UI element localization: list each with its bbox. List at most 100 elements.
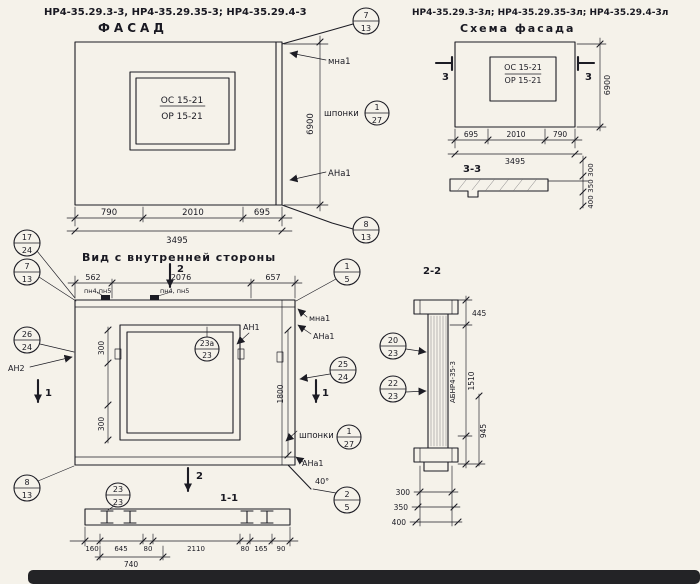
scheme-dim-ticks xyxy=(451,40,604,158)
callout-num: 8 xyxy=(24,478,29,487)
callout-den: 24 xyxy=(22,246,32,255)
view-pn-label-left: пн4,пн5 xyxy=(84,287,111,295)
callout-den: 23 xyxy=(388,349,398,358)
callout-den: 13 xyxy=(22,491,32,500)
facade-dim-height: 6900 xyxy=(306,113,316,135)
view-angle-label: 40° xyxy=(315,477,329,486)
facade-mna-leader xyxy=(289,50,327,61)
facade-callout-top: 7 13 xyxy=(352,7,380,35)
view-label-ana-top: АНа1 xyxy=(313,332,334,341)
view-callout-br: 2 5 xyxy=(333,486,361,514)
view-mid-callout-leader xyxy=(299,373,331,382)
callout-num: 7 xyxy=(363,11,368,20)
view-section2-top-label: 2 xyxy=(177,264,184,275)
section33-dim-ticks xyxy=(579,156,587,210)
section11-label: 1-1 xyxy=(220,493,238,504)
callout-num: 17 xyxy=(22,233,32,242)
facade-window-label-1: ОС 15-21 xyxy=(161,96,203,106)
callout-den: 27 xyxy=(372,116,382,125)
view-label-mna: мна1 xyxy=(309,314,330,323)
section11-dim-ticks xyxy=(81,537,294,561)
facade-drawing: НР4-35.29.3-3, НР4-35.29.35-3; НР4-35.29… xyxy=(44,7,390,246)
section22-dim-lines xyxy=(409,295,486,527)
view-an2-leader xyxy=(29,354,73,368)
callout-num: 23а xyxy=(200,339,214,348)
scheme-window-label-1: ОС 15-21 xyxy=(504,63,542,72)
section33-dim-chain xyxy=(547,155,589,209)
view-detail-lines xyxy=(74,299,296,466)
scheme-linework xyxy=(454,41,576,128)
callout-den: 23 xyxy=(388,392,398,401)
scheme-mark-right: 3 xyxy=(585,72,592,83)
scheme-dim-total: 3495 xyxy=(505,157,525,166)
callout-num: 7 xyxy=(24,262,29,271)
section11-dim-7: 90 xyxy=(277,545,286,553)
section22-bottom-dim-400: 400 xyxy=(392,518,407,527)
section33-hatch xyxy=(457,179,537,191)
scheme-dim-c: 790 xyxy=(553,130,568,139)
section22-callout-a: 20 23 xyxy=(379,332,407,360)
scheme-title: Схема фасада xyxy=(460,22,575,35)
facade-label-mna: мна1 xyxy=(328,57,351,67)
view-linework xyxy=(74,299,312,490)
callout-num: 20 xyxy=(388,336,398,345)
section22-dim-445: 445 xyxy=(472,309,487,318)
section11-dim-6: 165 xyxy=(254,545,267,553)
scheme-dim-lines xyxy=(447,37,607,155)
view-top-dim-1: 562 xyxy=(85,273,100,282)
section11-dim-1: 160 xyxy=(85,545,98,553)
view-title: Вид с внутренней стороны xyxy=(82,251,276,264)
section11-dim-lines xyxy=(69,505,299,561)
scan-edge-bar xyxy=(28,570,700,584)
section33-dim-3: 400 xyxy=(587,195,595,208)
section11-band xyxy=(84,508,291,526)
section22-flange-lines xyxy=(419,299,453,463)
section22-callout-a-leader xyxy=(405,346,427,355)
section11-dim-5: 80 xyxy=(241,545,250,553)
callout-den: 13 xyxy=(22,275,32,284)
section11-dim-4: 2110 xyxy=(187,545,205,553)
section22-part-label: АБНР4-35-3 xyxy=(449,361,457,403)
section11-dim-740: 740 xyxy=(124,560,139,569)
section22-dim-1510: 1510 xyxy=(467,371,476,390)
callout-num: 1 xyxy=(346,427,351,436)
callout-den: 13 xyxy=(361,24,371,33)
callout-num: 26 xyxy=(22,330,32,339)
scheme-dim-a: 695 xyxy=(464,130,479,139)
facade-callout-shponki: 1 27 xyxy=(364,100,390,126)
callout-den: 27 xyxy=(344,440,354,449)
view-callout-leaders xyxy=(36,250,337,494)
callout-num: 22 xyxy=(388,379,398,388)
view-ana-top-leader xyxy=(297,324,312,335)
facade-dim-lines xyxy=(66,35,329,232)
view-pn-mark-right xyxy=(150,295,159,300)
callout-den: 13 xyxy=(361,233,371,242)
section11-dim-2: 645 xyxy=(114,545,127,553)
view-label-ana-bottom: АНа1 xyxy=(302,459,323,468)
section11-ibeams xyxy=(100,510,274,524)
section22-drawing: 2-2 20 23 22 23 АБНР4-35-3 445 1510 945 … xyxy=(379,266,488,527)
facade-label-ana: АНа1 xyxy=(328,169,351,179)
scheme-section-marks xyxy=(434,55,596,72)
section22-bottom-dim-300: 300 xyxy=(396,488,411,497)
section33-profile xyxy=(449,178,549,198)
facade-dim-a: 790 xyxy=(101,208,117,218)
scheme-mark-left: 3 xyxy=(442,72,449,83)
callout-num: 1 xyxy=(344,262,349,271)
facade-window-label-2: ОР 15-21 xyxy=(161,112,203,122)
facade-dim-c: 695 xyxy=(254,208,270,218)
facade-title: ФАСАД xyxy=(98,21,168,35)
section22-callout-b-leader xyxy=(405,387,427,396)
callout-num: 8 xyxy=(363,220,368,229)
view-mna-leader xyxy=(297,308,308,318)
view-pn-mark-left xyxy=(101,295,110,300)
callout-den: 24 xyxy=(22,343,32,352)
section22-profile xyxy=(413,299,459,472)
section11-drawing: 1-1 160 645 80 2110 80 165 90 740 23 23 xyxy=(69,482,299,569)
callout-num: 1 xyxy=(374,103,379,112)
view-callout-left: 26 24 xyxy=(13,326,41,354)
scheme-window-label-2: ОР 15-21 xyxy=(505,76,542,85)
view-callout-tr: 1 5 xyxy=(333,258,361,286)
